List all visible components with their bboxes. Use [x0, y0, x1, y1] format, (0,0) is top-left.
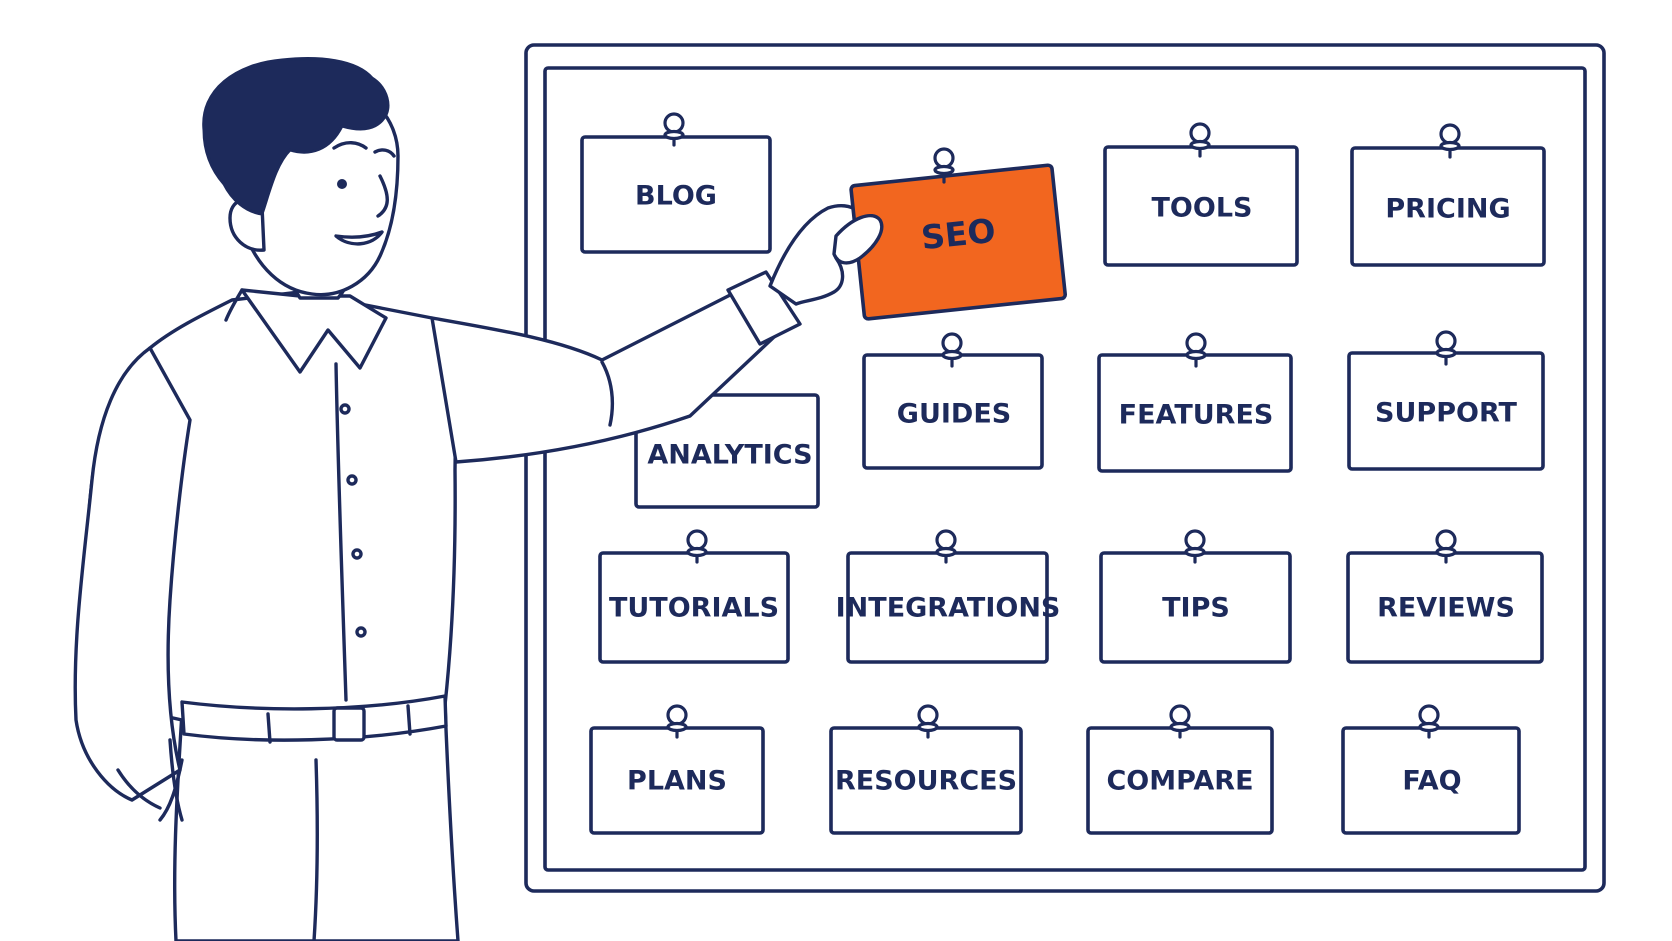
push-pin-icon [663, 112, 685, 147]
push-pin-icon [1418, 704, 1440, 739]
note-support[interactable]: SUPPORT [1347, 330, 1545, 471]
note-resources[interactable]: RESOURCES [829, 704, 1023, 835]
push-pin-icon [1435, 529, 1457, 564]
note-label-tools: TOOLS [1152, 193, 1253, 224]
note-label-blog: BLOG [635, 181, 717, 212]
note-label-seo: SEO [919, 211, 997, 258]
note-blog[interactable]: BLOG [580, 112, 772, 254]
belt-buckle [332, 706, 366, 742]
note-compare[interactable]: COMPARE [1086, 704, 1274, 835]
note-plans[interactable]: PLANS [589, 704, 765, 835]
note-faq[interactable]: FAQ [1341, 704, 1521, 835]
note-pricing[interactable]: PRICING [1350, 123, 1546, 267]
push-pin-icon [686, 529, 708, 564]
push-pin-icon [941, 332, 963, 368]
push-pin-icon [1184, 529, 1206, 564]
note-label-tips: TIPS [1162, 593, 1230, 624]
board-notes: ANALYTICS BLOG TOOLS [580, 112, 1546, 835]
push-pin-icon [933, 147, 955, 184]
note-tips[interactable]: TIPS [1099, 529, 1292, 664]
note-label-integrations: INTEGRATIONS [836, 593, 1061, 624]
note-tutorials[interactable]: TUTORIALS [598, 529, 790, 664]
note-features[interactable]: FEATURES [1097, 332, 1293, 473]
push-pin-icon [917, 704, 939, 739]
note-tools[interactable]: TOOLS [1103, 122, 1299, 267]
board-inner-frame [543, 66, 1587, 872]
note-label-analytics: ANALYTICS [647, 440, 812, 471]
note-label-compare: COMPARE [1106, 766, 1253, 797]
push-pin-icon [1169, 704, 1191, 739]
note-label-plans: PLANS [627, 766, 727, 797]
note-integrations[interactable]: INTEGRATIONS [836, 529, 1061, 664]
man-illustration [73, 57, 865, 941]
push-pin-icon [1189, 122, 1211, 158]
note-label-tutorials: TUTORIALS [609, 593, 779, 624]
note-analytics[interactable]: ANALYTICS [634, 393, 820, 509]
note-guides[interactable]: GUIDES [862, 332, 1044, 470]
shirt-buttons [339, 403, 367, 638]
note-label-reviews: REVIEWS [1377, 593, 1515, 624]
belt [180, 694, 448, 742]
note-reviews[interactable]: REVIEWS [1346, 529, 1544, 664]
note-label-features: FEATURES [1119, 400, 1274, 431]
push-pin-icon [1185, 332, 1207, 368]
note-label-guides: GUIDES [897, 399, 1011, 430]
note-label-resources: RESOURCES [835, 766, 1017, 797]
push-pin-icon [666, 704, 688, 739]
hair [202, 57, 390, 216]
thumb [832, 214, 884, 265]
note-label-support: SUPPORT [1375, 398, 1517, 429]
mouth [334, 230, 384, 246]
push-pin-icon [1439, 123, 1461, 159]
shirt-cuff [726, 270, 802, 346]
left-arm [73, 346, 192, 802]
note-label-faq: FAQ [1402, 766, 1461, 797]
note-label-pricing: PRICING [1385, 194, 1510, 225]
push-pin-icon [935, 529, 957, 564]
right-arm [430, 288, 792, 464]
push-pin-icon [1435, 330, 1457, 366]
